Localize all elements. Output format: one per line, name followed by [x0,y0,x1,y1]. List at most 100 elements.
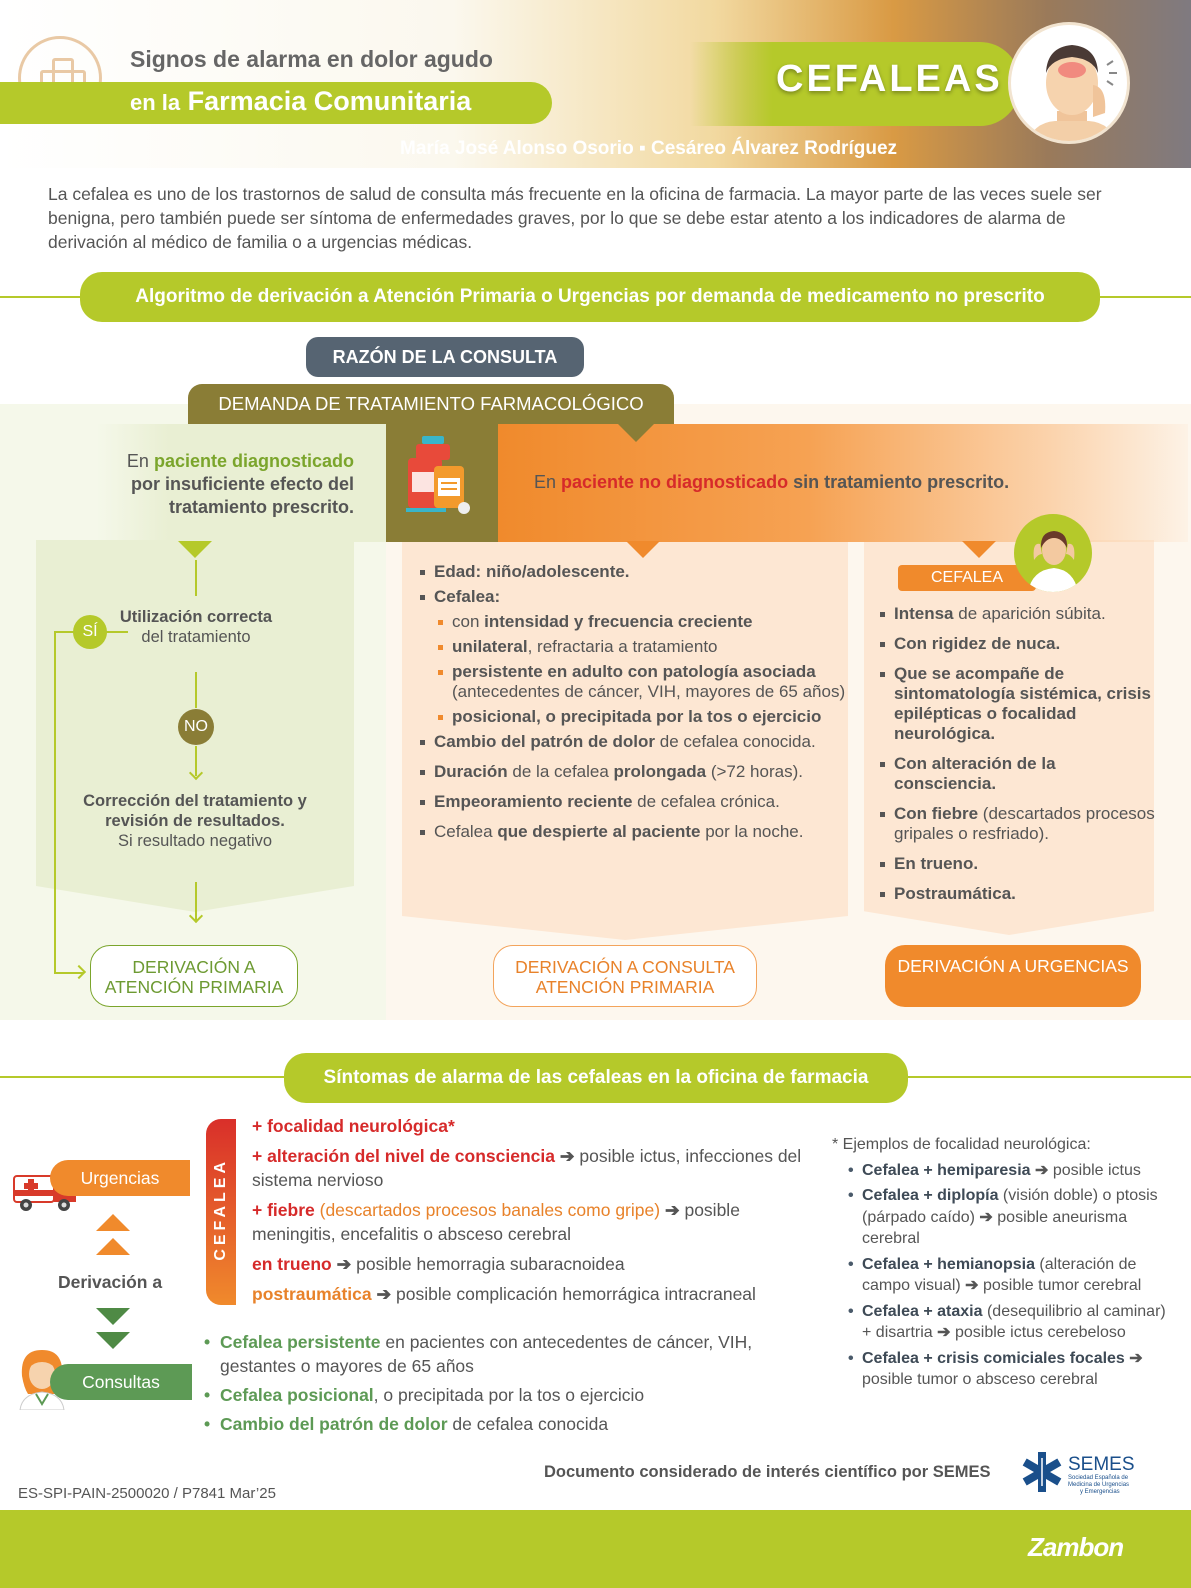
arrow-icon: ➔ [974,1208,998,1226]
flow-line [54,631,56,974]
topic-bar [690,42,1020,126]
demand-label: DEMANDA DE TRATAMIENTO FARMACOLÓGICO [188,384,674,424]
referral-emergency: DERIVACIÓN A URGENCIAS [885,945,1141,1007]
no-badge: NO [178,709,214,745]
emergency-criterion: En trueno. [878,854,1158,874]
emergency-criterion: Con rigidez de nuca. [878,634,1158,654]
focal-items: Cefalea + hemiparesia ➔ posible ictusCef… [832,1160,1172,1391]
consult-criterion: Cefalea: [418,587,848,607]
emergency-criterion: Con fiebre (descartados procesos gripale… [878,804,1158,844]
document-note: Documento considerado de interés científ… [544,1463,991,1481]
consult-criterion: Cambio del patrón de dolor de cefalea co… [418,732,848,752]
consult-symptom: Cefalea posicional, o precipitada por la… [204,1383,784,1407]
urgencias-pill: Urgencias [50,1160,190,1196]
title-line1: Signos de alarma en dolor agudo [130,46,493,72]
consultas-pill: Consultas [50,1364,192,1400]
yes-badge: SÍ [73,615,107,649]
authors: María José Alonso Osorio ▪ Cesáreo Álvar… [400,138,898,159]
emergency-arrow [962,541,996,558]
focal-item: Cefalea + crisis comiciales focales ➔ po… [832,1348,1172,1391]
consult-symptom: Cambio del patrón de dolor de cefalea co… [204,1412,784,1436]
consult-arrow [626,541,660,558]
referral-primary-consult: DERIVACIÓN A CONSULTA ATENCIÓN PRIMARIA [493,945,757,1007]
up-arrow [96,1238,130,1255]
arrow-icon: ➔ [331,1254,357,1274]
focal-item: Cefalea + hemiparesia ➔ posible ictus [832,1160,1172,1182]
focal-title: * Ejemplos de focalidad neurológica: [832,1136,1091,1153]
referral-primary-care: DERIVACIÓN A ATENCIÓN PRIMARIA [90,945,298,1007]
title-bar [0,82,552,124]
flow-line [195,882,197,920]
consult-column [402,540,848,940]
consult-criterion: persistente en adulto con patología asoc… [418,662,848,702]
cefalea-tag: CEFALEA [898,565,1036,591]
diagnosed-arrow [178,541,212,558]
arrow-icon: ➔ [1030,1161,1053,1179]
alarm-item: + alteración del nivel de consciencia ➔ … [252,1146,802,1190]
flow-line [195,672,197,708]
woman-headache-icon [1014,514,1092,592]
cefalea-vertical-bar [206,1119,236,1305]
down-arrow [96,1332,130,1349]
title-line2-prefix: en la [130,90,181,115]
intro-paragraph: La cefalea es uno de los trastornos de s… [48,184,1102,252]
emergency-criterion: Intensa de aparición súbita. [878,604,1158,624]
alarm-item: en trueno ➔ posible hemorragia subaracno… [252,1254,625,1274]
medicine-bottles-icon [406,436,470,514]
consult-criterion: posicional, o precipitada por la tos o e… [418,707,848,727]
alarm-item: + fiebre (descartados procesos banales c… [252,1200,740,1244]
focal-examples: * Ejemplos de focalidad neurológica: Cef… [832,1134,1172,1391]
up-arrow [96,1214,130,1231]
symptoms-title: Síntomas de alarma de las cefaleas en la… [284,1053,908,1103]
svg-text:Medicina de Urgencias: Medicina de Urgencias [1068,1482,1129,1488]
zambon-logo: Zambon [1028,1532,1124,1562]
semes-logo: SEMES Sociedad Española de Medicina de U… [1020,1449,1160,1500]
derivacion-label: Derivación a [58,1272,163,1292]
emergency-criteria-list: Intensa de aparición súbita. Con rigidez … [878,604,1158,914]
document-code: ES-SPI-PAIN-2500020 / P7841 Mar’25 [18,1485,276,1502]
focal-item: Cefalea + diplopía (visión doble) o ptos… [832,1185,1172,1250]
consult-criterion: Edad: niño/adolescente. [418,562,848,582]
arrow-icon: ➔ [660,1200,685,1220]
emergency-criterion: Con alteración de la consciencia. [878,754,1158,794]
consult-criteria-list: Edad: niño/adolescente. Cefalea: con inten… [418,562,848,852]
headache-face-icon [1008,22,1130,144]
focal-item: Cefalea + hemianopsia (alteración de cam… [832,1254,1172,1297]
diagnosed-text: En paciente diagnosticado por insuficien… [126,451,354,517]
consult-symptom: Cefalea persistente en pacientes con ant… [204,1330,784,1378]
topic-title: CEFALEAS [776,58,1003,100]
down-arrow [96,1308,130,1325]
semes-wordmark: SEMES [1068,1454,1135,1475]
flow-line [195,746,197,776]
emergency-column [864,540,1154,935]
consult-criterion: unilateral, refractaria a tratamiento [418,637,848,657]
emergency-criterion: Que se acompañe de sintomatología sistém… [878,664,1158,744]
arrow-icon: ➔ [932,1324,955,1341]
consult-criterion: Empeoramiento reciente de cefalea crónic… [418,792,848,812]
semes-star-of-life-icon [1022,1452,1062,1492]
svg-text:y Emergencias: y Emergencias [1080,1489,1120,1495]
arrow-icon: ➔ [960,1277,983,1294]
cefalea-vertical-label: CEFALEA [212,1158,229,1261]
arrow-icon: ➔ [371,1284,397,1304]
demand-arrow [618,424,654,442]
focal-item: Cefalea + ataxia (desequilibrio al camin… [832,1301,1172,1344]
title-line2-main: Farmacia Comunitaria [187,86,472,116]
consult-criterion: con intensidad y frecuencia creciente [418,612,848,632]
emergency-criterion: Postraumática. [878,884,1158,904]
flow-line [195,560,197,596]
medicine-band [386,424,498,542]
alarm-list: + focalidad neurológica* + alteración del… [252,1114,814,1312]
consult-criterion: Cefalea que despierte al paciente por la… [418,822,848,842]
consult-symptoms-list: Cefalea persistente en pacientes con ant… [204,1330,784,1441]
svg-text:Sociedad Española de: Sociedad Española de [1068,1475,1129,1481]
footer-bar [0,1510,1191,1588]
algorithm-title: Algoritmo de derivación a Atención Prima… [80,272,1100,322]
alarm-item: + focalidad neurológica* [252,1116,455,1136]
reason-label: RAZÓN DE LA CONSULTA [306,337,584,377]
diagnosed-band [96,424,386,542]
header: Signos de alarma en dolor agudo en la Fa… [0,0,1191,168]
flow-line [106,631,128,633]
alarm-item: postraumática ➔ posible complicación hem… [252,1284,756,1304]
